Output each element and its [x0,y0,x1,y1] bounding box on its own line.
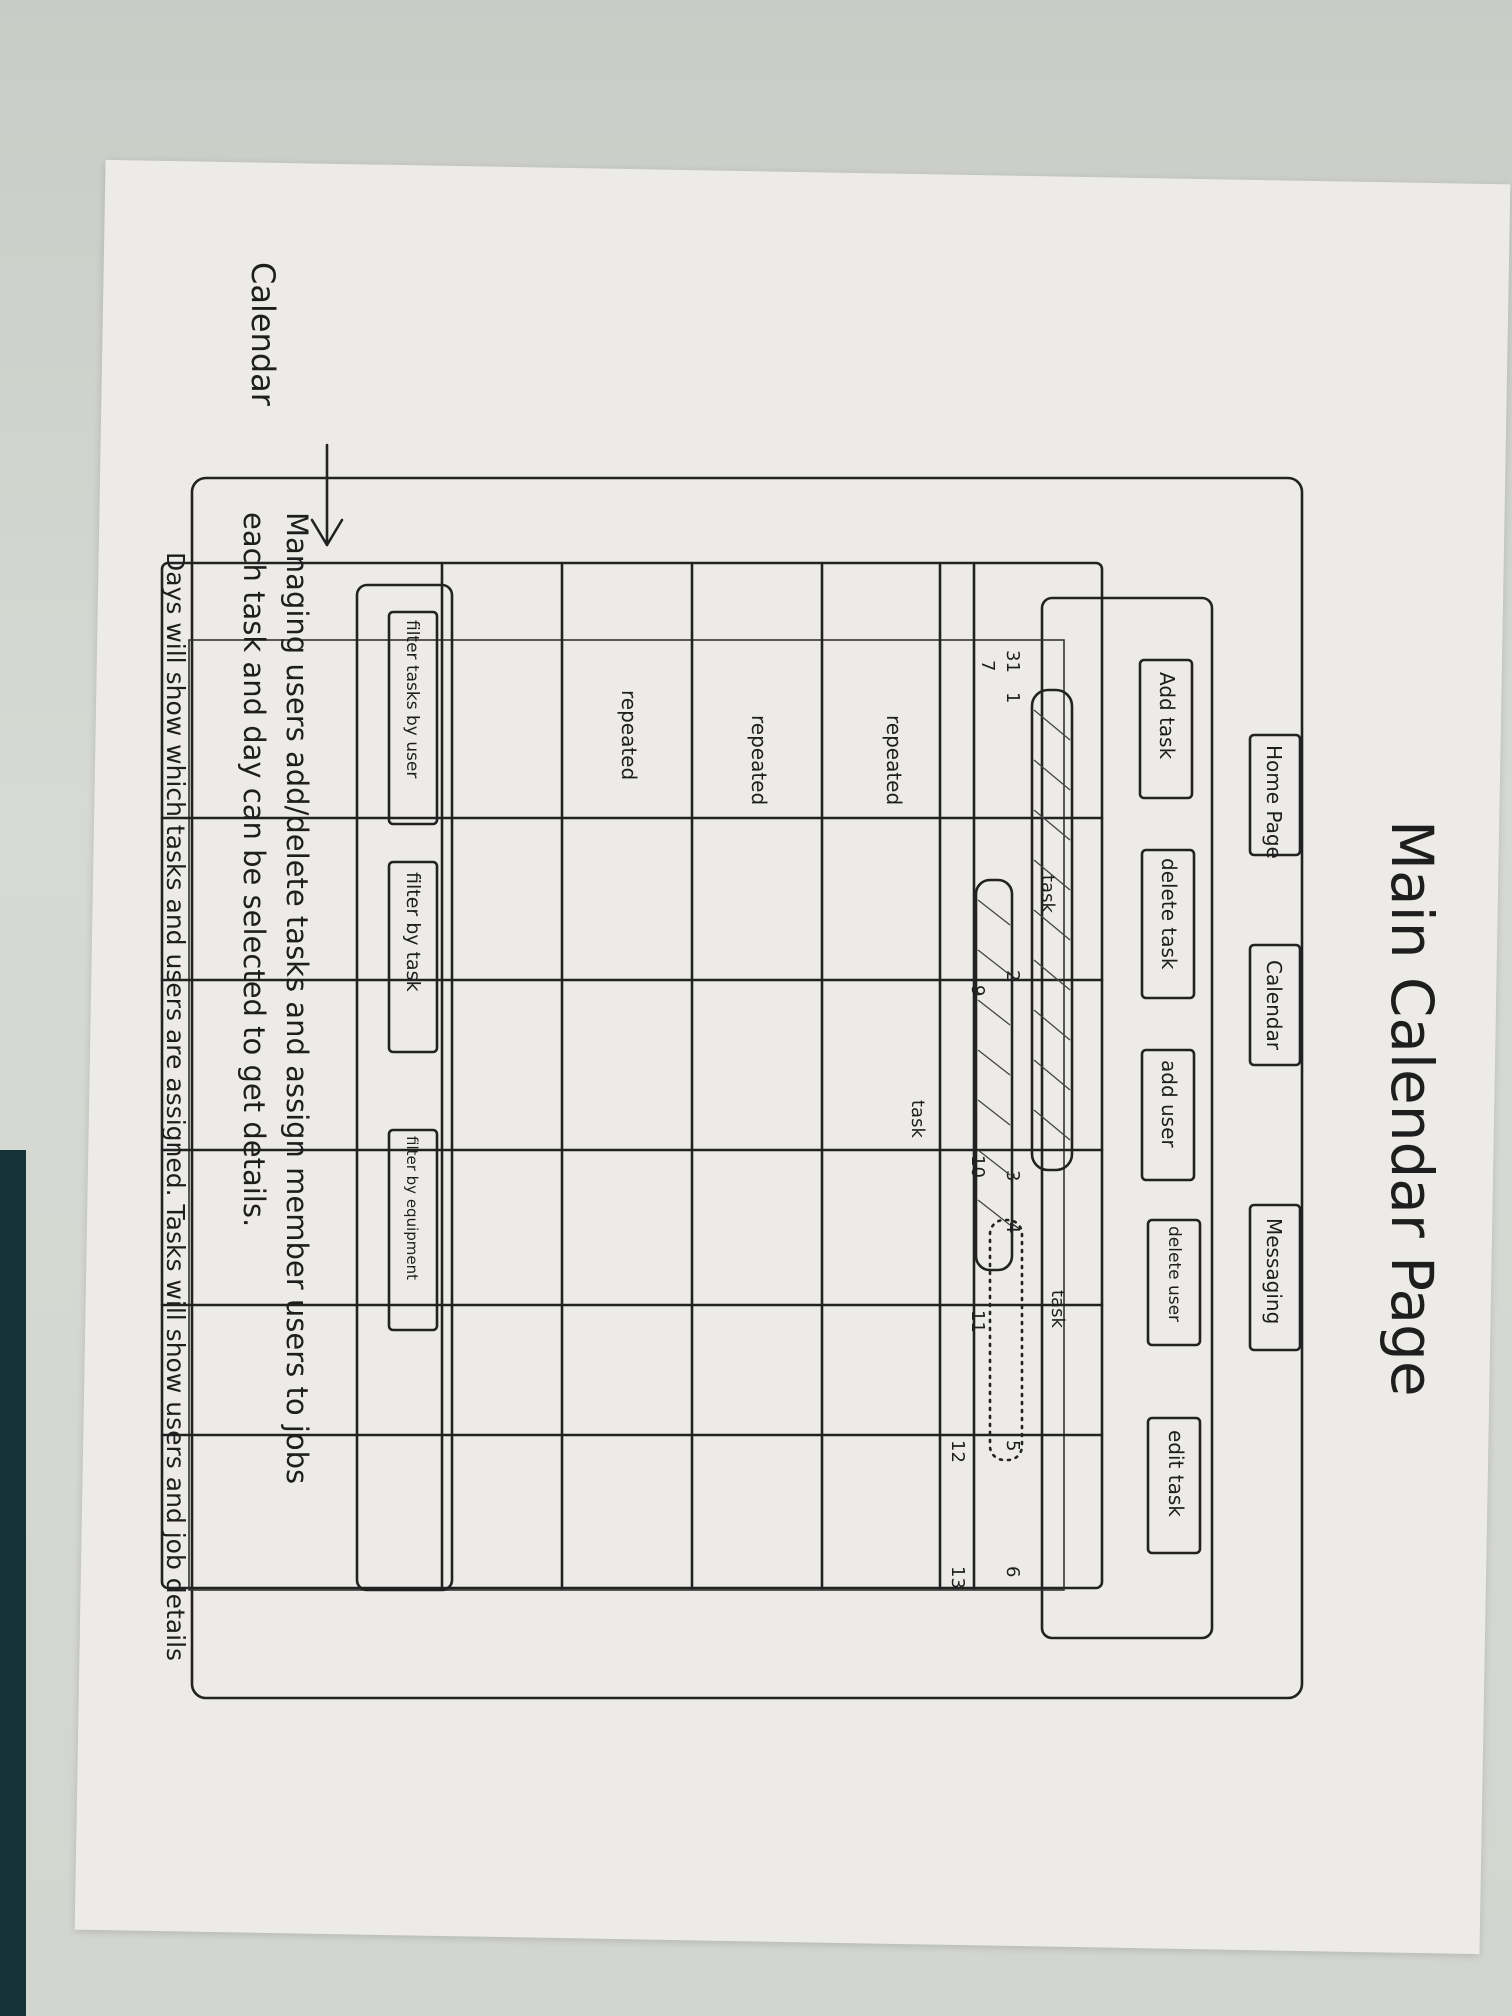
nav-home-label: Home Page [1262,745,1286,859]
task-bar-hatch [977,899,1011,1226]
page-frame [190,476,1304,1700]
delete-user-label: delete user [1164,1226,1184,1322]
day-number: 13 [947,1566,968,1589]
filter-by-task-button[interactable] [387,860,439,1054]
task-label: task [1047,1290,1068,1328]
calendar-grid [160,561,1104,1591]
edit-task-button[interactable] [1146,1416,1202,1555]
page-title: Main Calendar Page [1378,820,1446,1397]
day-number: 5 [1002,1440,1023,1451]
task-bar[interactable] [974,878,1014,1272]
filter-by-user-label: filter tasks by user [402,620,422,778]
nav-calendar-button[interactable] [1248,943,1302,1067]
day-number: 1 [1002,692,1023,703]
add-user-label: add user [1157,1060,1181,1148]
day-number: 12 [947,1440,968,1463]
day-number: 7 [977,660,998,671]
table-edge [0,1150,26,2016]
task-bar[interactable] [988,1218,1024,1462]
add-user-button[interactable] [1140,1048,1196,1182]
filter-by-user-button[interactable] [387,610,439,826]
edit-task-label: edit task [1164,1430,1188,1517]
filter-by-equipment-button[interactable] [387,1128,439,1332]
row-label: repeated [617,690,641,780]
filter-by-task-label: filter by task [402,872,424,992]
nav-messaging-label: Messaging [1262,1218,1286,1324]
filter-by-equipment-label: filter by equipment [403,1136,421,1280]
delete-task-button[interactable] [1140,848,1196,1000]
action-panel [1040,596,1214,1640]
calendar-callout: Calendar [244,262,282,407]
callout-arrow [310,443,344,547]
nav-calendar-label: Calendar [1262,960,1286,1051]
add-task-label: Add task [1155,672,1179,760]
task-label: task [1037,875,1058,913]
day-number: 9 [967,985,988,996]
note-line-1: Managing users add/delete tasks and assi… [280,512,314,1484]
filter-panel [355,583,454,1592]
delete-user-button[interactable] [1146,1218,1202,1347]
add-task-button[interactable] [1138,658,1194,800]
row-label: repeated [882,715,906,805]
nav-messaging-button[interactable] [1248,1203,1302,1352]
day-number: 6 [1002,1566,1023,1577]
row-label: repeated [747,715,771,805]
task-label: task [907,1100,928,1138]
day-number: 11 [967,1310,988,1333]
nav-home-button[interactable] [1248,733,1302,857]
note-line-3: Days will show which tasks and users are… [161,552,190,1661]
note-line-2: each task and day can be selected to get… [237,512,271,1227]
task-bar-hatch [1033,709,1071,1141]
day-number: 10 [967,1155,988,1178]
day-number: 31 [1002,650,1023,673]
delete-task-label: delete task [1157,858,1181,970]
task-bar[interactable] [1030,688,1074,1172]
